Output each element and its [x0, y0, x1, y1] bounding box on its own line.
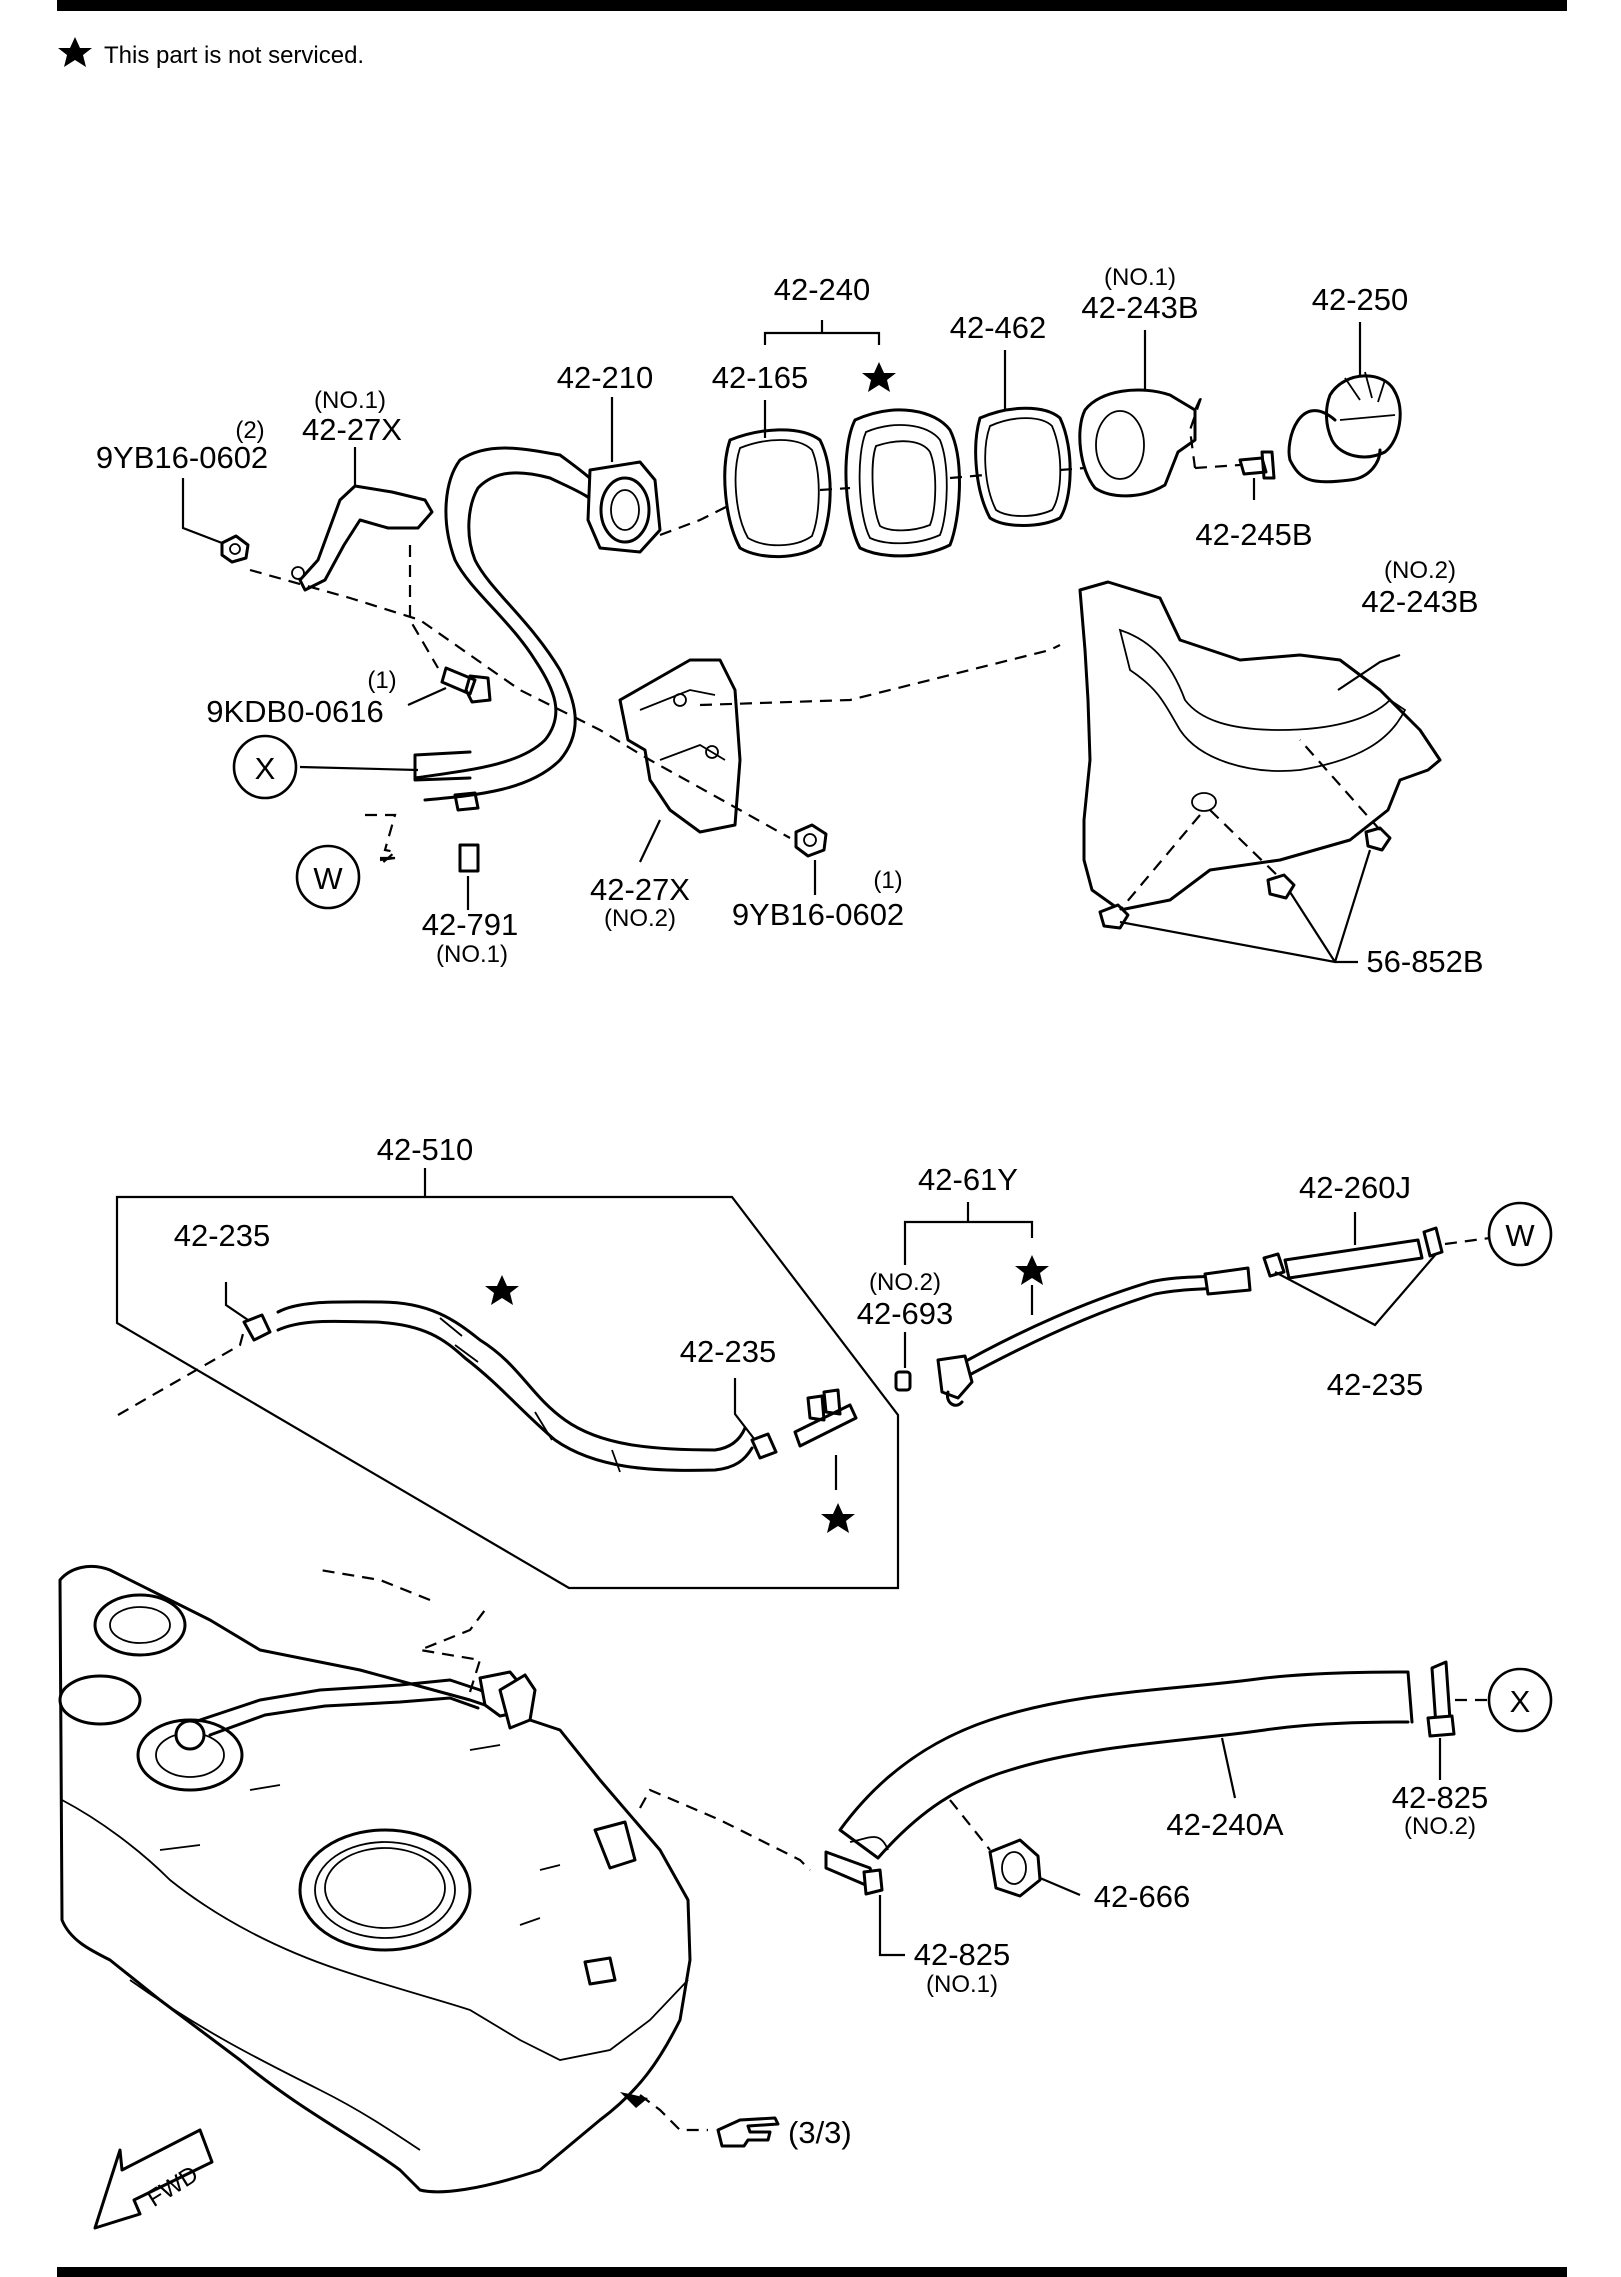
fuel-cap	[1325, 374, 1402, 459]
label-42-210: 42-210	[557, 360, 654, 395]
tank-vent-tube	[198, 1678, 502, 1737]
label-9KDB0-0616: 9KDB0-0616	[206, 694, 384, 729]
label-9YB16-0602-a: 9YB16-0602	[96, 440, 268, 475]
flange-bolt	[440, 666, 492, 704]
gasket-42-165	[723, 428, 832, 559]
seal-ring-42-240	[844, 408, 961, 558]
label-42-240: 42-240	[774, 272, 871, 307]
label-42-27X-no1: 42-27X	[302, 412, 402, 447]
fwd-arrow-icon	[93, 2128, 214, 2230]
label-qty-2: (2)	[235, 417, 264, 444]
clamp-42-666	[988, 1838, 1042, 1898]
label-42-243B-no2-qual: (NO.2)	[1384, 557, 1456, 584]
tank-filler-port	[593, 1820, 637, 1870]
label-42-825-no1: 42-825	[914, 1937, 1011, 1972]
clamp-42-235-b	[750, 1432, 778, 1460]
label-42-825-no1-qual: (NO.1)	[926, 1971, 998, 1998]
ref-x-label: X	[1510, 1684, 1531, 1719]
ref-w-label: W	[1505, 1218, 1535, 1253]
clip-42-791	[458, 843, 480, 873]
bracket-no2	[618, 658, 742, 834]
breather-hose-end	[413, 750, 472, 782]
ref-x-label: X	[255, 751, 276, 786]
ref-circle-x-bottom	[1487, 1667, 1553, 1733]
star-icon	[821, 1503, 855, 1533]
star-icon	[58, 37, 92, 67]
middle-assembly	[115, 1168, 1491, 1590]
clamp-42-235-c	[1262, 1252, 1286, 1278]
bottom-assembly	[58, 1564, 1490, 2194]
filler-hose-42-240A	[838, 1670, 1414, 1860]
cap-tether	[1287, 409, 1382, 484]
flange-nut-b	[794, 823, 828, 858]
label-42-250: 42-250	[1312, 282, 1409, 317]
label-qty-1-nut: (1)	[873, 867, 902, 894]
label-42-27X-no2-qual: (NO.2)	[604, 905, 676, 932]
filler-inlet-ring	[599, 476, 651, 544]
fuel-door-housing	[1078, 580, 1442, 912]
clip-56-852B-c	[1364, 826, 1392, 852]
cap-42-693	[894, 1370, 912, 1392]
label-42-27X-no1-qual: (NO.1)	[314, 387, 386, 414]
bracket-no1	[298, 484, 434, 592]
label-42-243B-no1: 42-243B	[1081, 290, 1198, 325]
legend-note: This part is not serviced.	[104, 42, 364, 69]
label-42-825-no2: 42-825	[1392, 1780, 1489, 1815]
assembly-frame-42-510	[115, 1195, 900, 1590]
tube-connector	[936, 1354, 974, 1400]
label-42-693-qual: (NO.2)	[869, 1269, 941, 1296]
label-qty-1-bolt: (1)	[367, 667, 396, 694]
ref-circle-w-mid	[1487, 1201, 1553, 1267]
label-42-240A: 42-240A	[1166, 1807, 1284, 1842]
ref-circle-w-top	[295, 844, 361, 910]
flange-nut-a	[220, 534, 250, 564]
page-ref-link[interactable]: (3/3)	[788, 2115, 852, 2150]
label-42-245B: 42-245B	[1195, 517, 1312, 552]
star-icon	[485, 1275, 519, 1305]
housing-42-243B-no1	[1078, 388, 1197, 498]
label-42-791-qual: (NO.1)	[436, 941, 508, 968]
label-42-510: 42-510	[377, 1132, 474, 1167]
label-42-235-a: 42-235	[174, 1218, 271, 1253]
top-assembly	[181, 320, 1442, 964]
hose-42-260J	[1283, 1238, 1424, 1280]
star-icon	[862, 362, 896, 392]
label-42-666: 42-666	[1094, 1879, 1191, 1914]
screw-42-245B	[1238, 450, 1276, 480]
ref-circle-x-top	[232, 734, 298, 800]
label-42-243B-no1-qual: (NO.1)	[1104, 264, 1176, 291]
filler-neck-pipe	[413, 446, 612, 802]
label-42-61Y: 42-61Y	[918, 1162, 1018, 1197]
vapor-tube-42-61Y	[948, 1272, 1242, 1382]
hose-42-510	[276, 1300, 754, 1472]
label-42-235-c: 42-235	[1327, 1367, 1424, 1402]
label-42-165: 42-165	[712, 360, 809, 395]
label-56-852B: 56-852B	[1366, 944, 1483, 979]
label-42-693: 42-693	[857, 1296, 954, 1331]
label-42-260J: 42-260J	[1299, 1170, 1411, 1205]
clamp-42-235-d	[1422, 1226, 1444, 1258]
label-42-27X-no2: 42-27X	[590, 872, 690, 907]
bottom-border	[57, 2267, 1567, 2277]
star-icon	[1015, 1255, 1049, 1285]
clip-56-852B-b	[1266, 873, 1296, 900]
label-42-235-b: 42-235	[680, 1334, 777, 1369]
label-42-462: 42-462	[950, 310, 1047, 345]
label-42-243B-no2: 42-243B	[1361, 584, 1478, 619]
ref-w-label: W	[313, 861, 343, 896]
pointing-hand-icon	[716, 2116, 780, 2148]
label-42-791: 42-791	[422, 907, 519, 942]
label-9YB16-0602-b: 9YB16-0602	[732, 897, 904, 932]
clamp-42-235-a	[242, 1313, 272, 1342]
gasket-42-462	[974, 406, 1072, 527]
label-42-825-no2-qual: (NO.2)	[1404, 1813, 1476, 1840]
top-border	[57, 0, 1567, 11]
hose-joint	[793, 1388, 858, 1448]
